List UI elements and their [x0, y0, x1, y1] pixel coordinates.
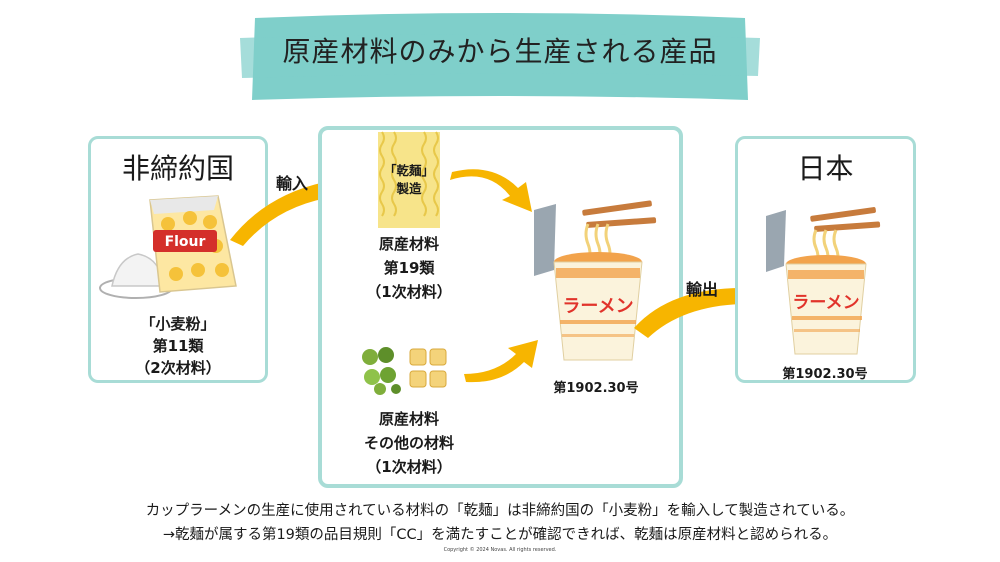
material1-level: （1次材料）	[366, 283, 452, 301]
cup-ramen-text: ラーメン	[562, 296, 633, 317]
dried-noodle-illustration	[378, 131, 440, 228]
material2-level: （1次材料）	[366, 458, 452, 476]
caption-line-1: カップラーメンの生産に使用されている材料の「乾麺」は非締約国の「小麦粉」を輸入し…	[145, 503, 855, 519]
non-party-country-label: 非締約国	[121, 152, 234, 185]
flour-bag-illustration: Flour	[99, 195, 237, 299]
material1-origin: 原産材料	[378, 235, 439, 253]
flour-material-level: （2次材料）	[135, 359, 221, 377]
flour-product-name: 「小麦粉」	[140, 315, 216, 333]
material2-category: その他の材料	[363, 434, 454, 452]
caption-line-2: →乾麺が属する第19類の品目規則「CC」を満たすことが確認できれば、乾麺は原産材…	[162, 527, 838, 543]
dried-noodle-label: 「乾麺」	[383, 163, 434, 178]
import-label: 輸入	[276, 174, 309, 193]
japan-hs-code: 第1902.30号	[782, 367, 868, 382]
middle-hs-code: 第1902.30号	[553, 381, 639, 396]
material2-origin: 原産材料	[378, 410, 439, 428]
page-title: 原産材料のみから生産される産品	[282, 35, 718, 68]
japan-label: 日本	[797, 152, 854, 185]
title-banner	[240, 13, 760, 100]
cup-ramen-illustration: ラーメン	[534, 200, 657, 361]
manufacture-label: 製造	[396, 181, 422, 196]
copyright-notice: Copyright © 2024 Novas. All rights reser…	[443, 547, 557, 553]
vegetables-illustration	[362, 347, 447, 395]
noodle-to-cup-arrow	[450, 169, 532, 212]
export-label: 輸出	[686, 280, 719, 299]
flour-bag-text: Flour	[165, 234, 206, 250]
cup-ramen-japan-text: ラーメン	[792, 293, 859, 313]
material1-category: 第19類	[383, 259, 435, 277]
vegetables-to-cup-arrow	[464, 340, 538, 383]
cup-ramen-japan-illustration: ラーメン	[766, 207, 881, 355]
flour-category: 第11類	[152, 337, 204, 355]
